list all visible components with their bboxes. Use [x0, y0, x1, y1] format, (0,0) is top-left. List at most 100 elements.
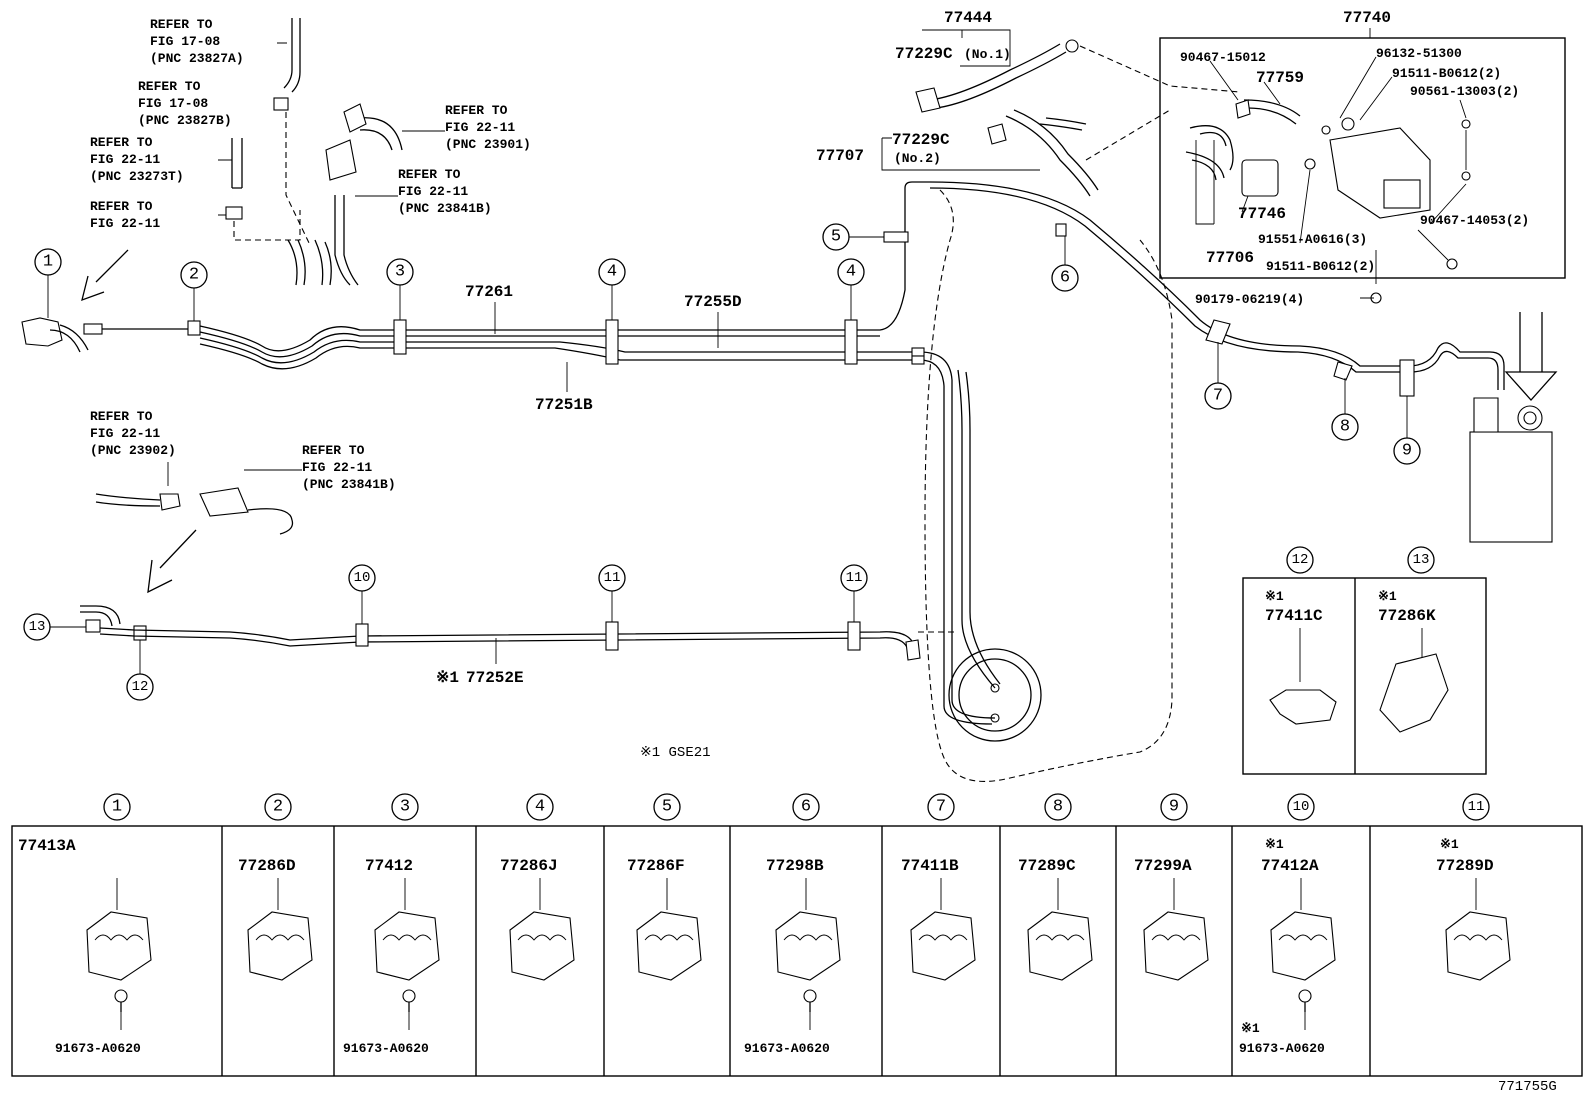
part-90467-15012[interactable]: 90467-15012 — [1180, 50, 1266, 65]
part-77289d[interactable]: 77289D — [1436, 857, 1494, 875]
svg-text:REFER TO: REFER TO — [445, 103, 508, 118]
clip-column-1: 1 77413A 91673-A0620 — [18, 793, 152, 1056]
part-91511-b0612-a[interactable]: 91511-B0612(2) — [1392, 66, 1501, 81]
part-77746[interactable]: 77746 — [1238, 205, 1286, 223]
part-77261[interactable]: 77261 — [465, 283, 513, 301]
svg-text:(PNC 23902): (PNC 23902) — [90, 443, 176, 458]
bolt-icon — [402, 989, 416, 1003]
clip-77413a-icon — [86, 911, 152, 981]
callout-1[interactable]: 1 — [34, 248, 62, 276]
table-callout-6: 6 — [792, 793, 820, 821]
part-90561-13003[interactable]: 90561-13003(2) — [1410, 84, 1519, 99]
part-77286j[interactable]: 77286J — [500, 857, 558, 875]
part-90467-14053[interactable]: 90467-14053(2) — [1420, 213, 1529, 228]
part-77286k[interactable]: 77286K — [1378, 607, 1436, 625]
part-77286d[interactable]: 77286D — [238, 857, 296, 875]
callout-10[interactable]: 10 — [348, 564, 376, 592]
part-77255d[interactable]: 77255D — [684, 293, 742, 311]
part-91551-a0616[interactable]: 91551-A0616(3) — [1258, 232, 1367, 247]
svg-text:12: 12 — [1292, 552, 1309, 568]
callout-8[interactable]: 8 — [1331, 413, 1359, 441]
part-91673-a0620[interactable]: 91673-A0620 — [744, 1041, 830, 1056]
svg-text:REFER TO: REFER TO — [90, 199, 153, 214]
ref-label-22-11-23902[interactable]: REFER TO FIG 22-11 (PNC 23902) — [90, 409, 176, 458]
connector-1-icon — [21, 317, 63, 347]
ref-label-22-11-23901[interactable]: REFER TO FIG 22-11 (PNC 23901) — [445, 103, 531, 152]
svg-text:(PNC 23827B): (PNC 23827B) — [138, 113, 232, 128]
direction-arrow-icon — [1504, 312, 1558, 401]
part-77252e[interactable]: 77252E — [466, 669, 524, 687]
part-77413a[interactable]: 77413A — [18, 837, 76, 855]
svg-text:(PNC 23273T): (PNC 23273T) — [90, 169, 184, 184]
callout-2[interactable]: 2 — [180, 261, 208, 289]
part-77412[interactable]: 77412 — [365, 857, 413, 875]
part-96132-51300[interactable]: 96132-51300 — [1376, 46, 1462, 61]
clip-column-9: 9 77299A — [1115, 793, 1209, 1076]
part-77759[interactable]: 77759 — [1256, 69, 1304, 87]
ref-label-17-08-a[interactable]: REFER TO FIG 17-08 (PNC 23827A) — [150, 17, 244, 66]
valve-77746-icon — [1241, 159, 1279, 197]
clip-77299a-icon — [1143, 911, 1209, 981]
callout-6[interactable]: 6 — [1051, 264, 1079, 292]
part-77229c-no2[interactable]: 77229C — [892, 131, 950, 149]
hose-clip-icon — [273, 97, 289, 111]
callout-12[interactable]: 12 — [126, 673, 154, 701]
svg-text:※1: ※1 — [1265, 589, 1284, 604]
clamp-11b — [847, 621, 861, 651]
part-91511-b0612-b[interactable]: 91511-B0612(2) — [1266, 259, 1375, 274]
clamp-4 — [605, 319, 619, 365]
table-callout-9: 9 — [1160, 793, 1188, 821]
callout-11[interactable]: 11 — [598, 564, 626, 592]
callout-13[interactable]: 13 — [23, 613, 51, 641]
svg-text:(No.1): (No.1) — [964, 47, 1011, 62]
part-77252e-mark: ※1 — [436, 669, 459, 687]
svg-text:4: 4 — [846, 263, 856, 282]
ref-label-17-08-b[interactable]: REFER TO FIG 17-08 (PNC 23827B) — [138, 79, 232, 128]
callout-4[interactable]: 4 — [598, 258, 626, 286]
clip-77412-icon — [374, 911, 440, 981]
callout-4b[interactable]: 4 — [837, 258, 865, 286]
part-77286f[interactable]: 77286F — [627, 857, 685, 875]
table-callout-8: 8 — [1044, 793, 1072, 821]
diagram-code: 771755G — [1498, 1079, 1557, 1095]
table-callout-1: 1 — [103, 793, 131, 821]
svg-text:1: 1 — [43, 253, 53, 272]
part-77251b[interactable]: 77251B — [535, 396, 593, 414]
callout-9[interactable]: 9 — [1393, 437, 1421, 465]
part-77411b[interactable]: 77411B — [901, 857, 959, 875]
fuel-tank — [911, 189, 1173, 782]
part-77412a[interactable]: 77412A — [1261, 857, 1319, 875]
part-91673-a0620[interactable]: 91673-A0620 — [55, 1041, 141, 1056]
callout-7[interactable]: 7 — [1204, 382, 1232, 410]
callout-3[interactable]: 3 — [386, 258, 414, 286]
part-77707[interactable]: 77707 — [816, 147, 864, 165]
svg-text:1: 1 — [112, 798, 122, 817]
callout-5[interactable]: 5 — [822, 223, 850, 251]
table-callout-4: 4 — [526, 793, 554, 821]
part-77229c-no1[interactable]: 77229C — [895, 45, 953, 63]
clip-77411b-icon — [910, 911, 976, 981]
part-91673-a0620[interactable]: 91673-A0620 — [343, 1041, 429, 1056]
part-77289c[interactable]: 77289C — [1018, 857, 1076, 875]
callout-11b[interactable]: 11 — [840, 564, 868, 592]
part-77740[interactable]: 77740 — [1343, 9, 1391, 27]
ref-label-22-11-23273t[interactable]: REFER TO FIG 22-11 (PNC 23273T) — [90, 135, 184, 184]
ref-label-22-11[interactable]: REFER TO FIG 22-11 — [90, 199, 160, 231]
part-77299a[interactable]: 77299A — [1134, 857, 1192, 875]
part-90179-06219[interactable]: 90179-06219(4) — [1195, 292, 1304, 307]
part-77444[interactable]: 77444 — [944, 9, 992, 27]
part-77298b[interactable]: 77298B — [766, 857, 824, 875]
svg-text:FIG 22-11: FIG 22-11 — [398, 184, 468, 199]
canister-assembly-box — [1159, 37, 1566, 279]
hose-clamp-icon — [915, 87, 941, 113]
clip-column-4: 4 77286J — [475, 793, 575, 1076]
part-91673-a0620[interactable]: 91673-A0620 — [1239, 1041, 1325, 1056]
part-77706[interactable]: 77706 — [1206, 249, 1254, 267]
part-77411c[interactable]: 77411C — [1265, 607, 1323, 625]
ref-label-22-11-23841b[interactable]: REFER TO FIG 22-11 (PNC 23841B) — [398, 167, 492, 216]
clip-column-6: 6 77298B 91673-A0620 — [729, 793, 841, 1076]
ref-label-22-11-23841b-lower[interactable]: REFER TO FIG 22-11 (PNC 23841B) — [302, 443, 396, 492]
clamp-10 — [355, 623, 369, 647]
